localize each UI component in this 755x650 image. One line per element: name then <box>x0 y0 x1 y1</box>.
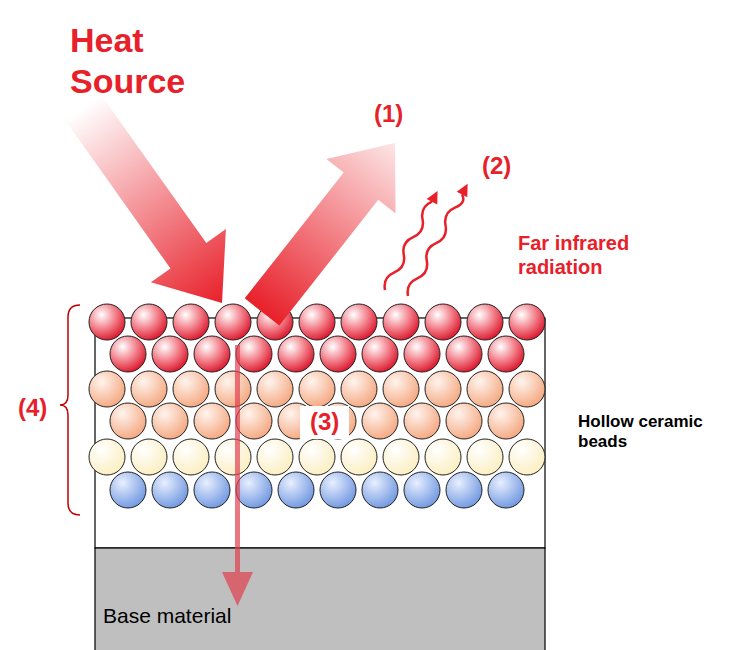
ceramic-bead <box>236 403 272 439</box>
base-plate <box>95 548 545 650</box>
ceramic-bead <box>152 336 188 372</box>
ceramic-bead <box>320 472 356 508</box>
ceramic-bead <box>404 336 440 372</box>
ceramic-bead <box>110 403 146 439</box>
reflected-heat-arrow <box>227 116 429 339</box>
incoming-heat-arrow <box>45 81 259 330</box>
ceramic-bead <box>152 472 188 508</box>
ceramic-bead <box>215 439 251 475</box>
bead-rows <box>89 304 545 508</box>
base-material-box: Base material <box>95 548 545 650</box>
ceramic-bead <box>509 371 545 407</box>
ceramic-bead <box>257 371 293 407</box>
callout-number: (4) <box>18 394 47 423</box>
conduction-arrow <box>222 345 253 606</box>
part-label: Hollow ceramic beads <box>578 412 738 453</box>
ceramic-bead <box>383 439 419 475</box>
ceramic-bead <box>131 371 167 407</box>
ceramic-bead <box>131 439 167 475</box>
ceramic-bead <box>89 439 125 475</box>
callout-number: (3) <box>300 406 349 439</box>
ceramic-bead <box>446 403 482 439</box>
ceramic-bead <box>215 304 251 340</box>
ceramic-bead <box>215 371 251 407</box>
ceramic-bead <box>173 304 209 340</box>
ceramic-bead <box>320 336 356 372</box>
ceramic-bead <box>173 439 209 475</box>
ceramic-bead <box>299 439 335 475</box>
ceramic-bead <box>341 439 377 475</box>
ceramic-bead <box>278 336 314 372</box>
annotation: Far infrared radiation <box>518 231 658 279</box>
infrared-waves <box>380 181 473 299</box>
ceramic-bead <box>404 403 440 439</box>
node-text: Base material <box>103 604 231 628</box>
ceramic-bead <box>110 336 146 372</box>
ceramic-bead <box>236 472 272 508</box>
bracket <box>60 305 80 515</box>
ceramic-bead <box>488 472 524 508</box>
ceramic-bead <box>488 403 524 439</box>
ceramic-bead <box>509 304 545 340</box>
ceramic-bead <box>425 371 461 407</box>
ceramic-bead <box>173 371 209 407</box>
ceramic-bead <box>467 304 503 340</box>
ceramic-bead <box>362 336 398 372</box>
ceramic-bead <box>299 371 335 407</box>
ceramic-bead <box>446 336 482 372</box>
ceramic-bead <box>425 439 461 475</box>
callout-number: (2) <box>482 152 511 181</box>
ceramic-bead <box>383 371 419 407</box>
ceramic-bead <box>383 304 419 340</box>
ceramic-bead <box>278 472 314 508</box>
ceramic-bead <box>467 439 503 475</box>
ceramic-bead <box>236 336 272 372</box>
ceramic-bead <box>488 336 524 372</box>
ceramic-bead <box>194 403 230 439</box>
heading: Heat Source <box>70 20 220 102</box>
ceramic-bead <box>194 336 230 372</box>
ceramic-bead <box>404 472 440 508</box>
callout-number: (1) <box>374 100 403 129</box>
coating-layer <box>95 318 545 548</box>
ceramic-bead <box>446 472 482 508</box>
ceramic-bead <box>89 304 125 340</box>
ceramic-bead <box>362 403 398 439</box>
ceramic-bead <box>362 472 398 508</box>
ceramic-bead <box>194 472 230 508</box>
ceramic-bead <box>299 304 335 340</box>
ceramic-bead <box>509 439 545 475</box>
ceramic-bead <box>152 403 188 439</box>
ceramic-bead <box>89 371 125 407</box>
ceramic-bead <box>257 439 293 475</box>
ceramic-bead <box>131 304 167 340</box>
ceramic-bead <box>425 304 461 340</box>
ceramic-bead <box>341 371 377 407</box>
ceramic-bead <box>467 371 503 407</box>
ceramic-bead <box>110 472 146 508</box>
ceramic-bead <box>341 304 377 340</box>
